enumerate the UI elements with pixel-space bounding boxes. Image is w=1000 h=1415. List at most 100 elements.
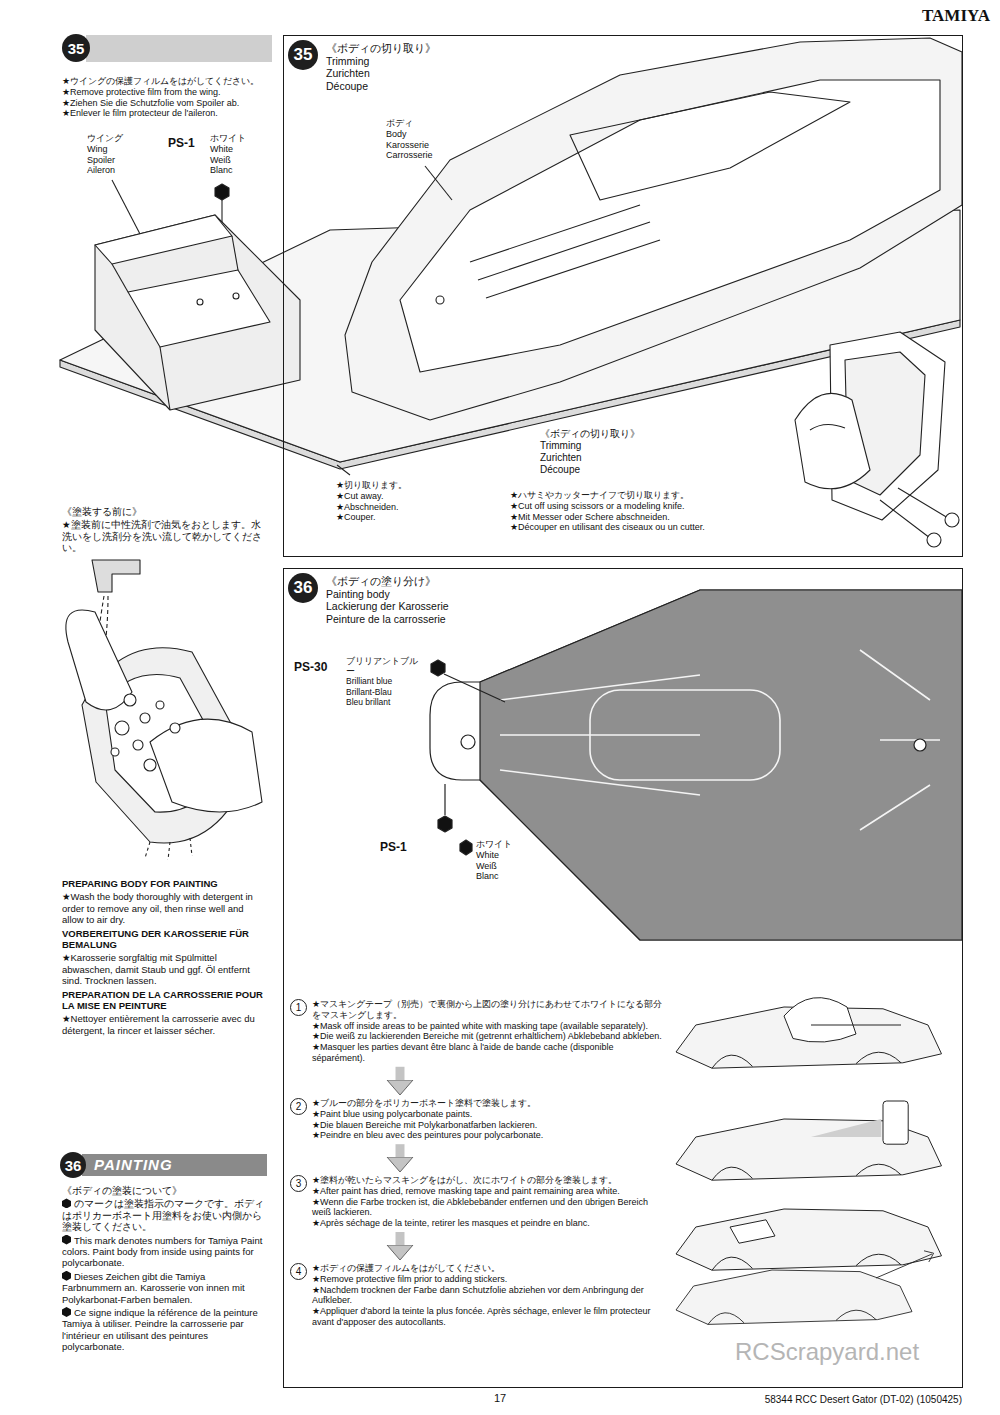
painting-plan <box>460 840 472 855</box>
step-heading: 《ボディの切り取り》 <box>540 428 660 440</box>
step-sketches <box>712 1052 901 1068</box>
step-heading: 《ボディの塗り分け》Painting bodyLackierung der Ka… <box>326 575 449 625</box>
instruction-note: ★Karosserie sorgfältig mit Spülmittel ab… <box>62 952 267 986</box>
instruction-text: ★マスキングテープ（別売）で裏側から上図の塗り分けにあわせてホワイトになる部分を… <box>312 999 664 1021</box>
instruction-note: 《塗装する前に》 <box>62 506 267 517</box>
painting-plan <box>444 674 505 702</box>
washing-illustration <box>115 721 129 735</box>
instruction-note: ★Remove protective film from the wing. <box>62 87 277 98</box>
instruction-note: ★切り取ります。 <box>336 480 446 491</box>
trimming-illustration <box>810 424 845 430</box>
painting-plan <box>860 650 940 830</box>
trimming-illustration <box>478 222 650 280</box>
instruction-note: 《塗装する前に》 ★塗装前に中性洗剤で油気をおとします。水洗いをし洗剤分を洗い流し… <box>62 506 267 556</box>
step-sketches <box>676 1209 942 1270</box>
sub-step: 4★ボディの保護フィルムをはがしてください。★Remove protective… <box>290 1263 664 1328</box>
instruction-text: ★Remove protective film prior to adding … <box>312 1274 664 1285</box>
paint-name: Weiß <box>476 861 536 872</box>
callout-number: 3 <box>290 1175 307 1192</box>
instruction-note: ★ハサミやカッターナイフで切り取ります。 <box>510 490 762 501</box>
instruction-text: ★Nachdem trocknen der Farbe dann Schutzf… <box>312 1285 664 1307</box>
painting-plan <box>914 739 926 751</box>
paint-code: PS-30 <box>294 660 342 674</box>
step-heading: Lackierung der Karosserie <box>326 600 449 613</box>
washing-illustration <box>92 560 140 592</box>
trimming-illustration <box>128 270 270 347</box>
paint-code: PS-30 <box>294 660 342 674</box>
paint-name: Brillant-Blau <box>346 687 426 697</box>
instruction-note: ★Enlever le film protecteur de l'aileron… <box>62 108 277 119</box>
step-number: 36 <box>288 573 318 603</box>
step-sketches <box>883 1101 908 1144</box>
painting-plan <box>461 735 475 749</box>
painting-plan <box>500 675 700 700</box>
part-label: Spoiler <box>87 155 147 166</box>
instruction-text: ★Peindre en bleu avec des peintures pour… <box>312 1130 664 1141</box>
sub-step: 1★マスキングテープ（別売）で裏側から上図の塗り分けにあわせてホワイトになる部分… <box>290 999 664 1064</box>
step-sketches <box>676 998 942 1069</box>
paint-name: Bleu brillant <box>346 697 426 707</box>
instruction-note: ★切り取ります。★Cut away.★Abschneiden.★Couper. <box>336 480 446 523</box>
instruction-note: ★Wash the body thoroughly with detergent… <box>62 891 267 925</box>
instruction-text: ★Mask off inside areas to be painted whi… <box>312 1021 664 1032</box>
instruction-note: ★Cut away. <box>336 491 446 502</box>
washing-illustration <box>111 748 119 756</box>
paint-code: PS-1 <box>168 136 210 150</box>
callout-number: 2 <box>290 1098 307 1115</box>
paint-name: White <box>476 850 536 861</box>
step-sketches <box>811 1025 901 1026</box>
step-sketches <box>811 1119 881 1137</box>
paint-name: ブリリアントブルーBrilliant blueBrillant-BlauBleu… <box>346 656 426 707</box>
paint-name: ホワイト <box>210 133 262 144</box>
instruction-text: ★ボディの保護フィルムをはがしてください。 <box>312 1263 664 1274</box>
step-heading: 《ボディの切り取り》 <box>326 42 436 55</box>
washing-illustration <box>144 759 156 771</box>
step-panel: 35 《ボディの切り取り》TrimmingZurichtenDécoupe <box>283 35 963 557</box>
trimming-illustration <box>337 465 350 475</box>
instruction-text: ★ブルーの部分をポリカーボネート塗料で塗装します。 <box>312 1098 664 1109</box>
painting-plan <box>430 590 962 940</box>
product-code: 58344 RCC Desert Gator (DT-02) (1050425) <box>640 1394 962 1406</box>
page-number: 17 <box>480 1392 520 1405</box>
paint-name: ホワイト <box>476 839 536 850</box>
trimming-illustration <box>160 347 170 410</box>
painting-plan <box>480 590 962 940</box>
step-header-band <box>86 35 272 62</box>
step-heading: Zurichten <box>540 452 660 464</box>
trimming-illustration <box>880 488 948 538</box>
painting-plan <box>500 734 700 736</box>
instruction-text: ★Wenn die Farbe trocken ist, die Abklebe… <box>312 1197 664 1219</box>
instruction-text: ★Appliquer d'abord la teinte la plus fon… <box>312 1306 664 1328</box>
paint-name: Weiß <box>210 155 262 166</box>
paint-name: ホワイトWhiteWeißBlanc <box>476 839 536 882</box>
step-heading: 《ボディの塗り分け》 <box>326 575 449 588</box>
trimming-illustration <box>570 92 850 200</box>
part-label: Body <box>386 129 466 140</box>
step-heading: Trimming <box>326 55 436 68</box>
part-label: Wing <box>87 144 147 155</box>
part-label: ボディBodyKarosserieCarrosserie <box>386 118 466 161</box>
painting-plan <box>590 690 780 780</box>
section-title: PAINTING <box>82 1154 267 1176</box>
trimming-illustration <box>215 184 229 200</box>
step-sketches <box>676 1101 942 1180</box>
part-label: ウイング <box>87 133 147 144</box>
trimming-illustration <box>95 215 232 264</box>
instruction-note: ★ウイングの保護フィルムをはがしてください。 <box>62 76 277 87</box>
part-label: Carrosserie <box>386 150 466 161</box>
trimming-illustration <box>233 293 239 299</box>
washing-illustration <box>140 713 150 723</box>
trimming-illustration <box>945 513 959 527</box>
step-sketches <box>876 1251 934 1278</box>
instruction-note: ★Nettoyer entièrement la carrosserie ave… <box>62 1013 267 1036</box>
product-code: 58344 RCC Desert Gator (DT-02) (1050425) <box>640 1394 962 1406</box>
washing-illustration <box>66 560 262 860</box>
step-heading: 《ボディの切り取り》TrimmingZurichtenDécoupe <box>540 428 660 476</box>
watermark: RCScrapyard.net <box>735 1338 965 1367</box>
instruction-note: ★塗装前に中性洗剤で油気をおとします。水洗いをし洗剤分を洗い流して乾かしてくださ… <box>62 519 267 553</box>
washing-illustration <box>156 701 164 709</box>
step-number: 35 <box>288 40 318 70</box>
step-heading: 《ボディの切り取り》TrimmingZurichtenDécoupe <box>326 42 436 92</box>
instruction-note: PREPARATION DE LA CARROSSERIE POUR LA MI… <box>62 989 267 1012</box>
instruction-note: This mark denotes numbers for Tamiya Pai… <box>62 1235 267 1269</box>
